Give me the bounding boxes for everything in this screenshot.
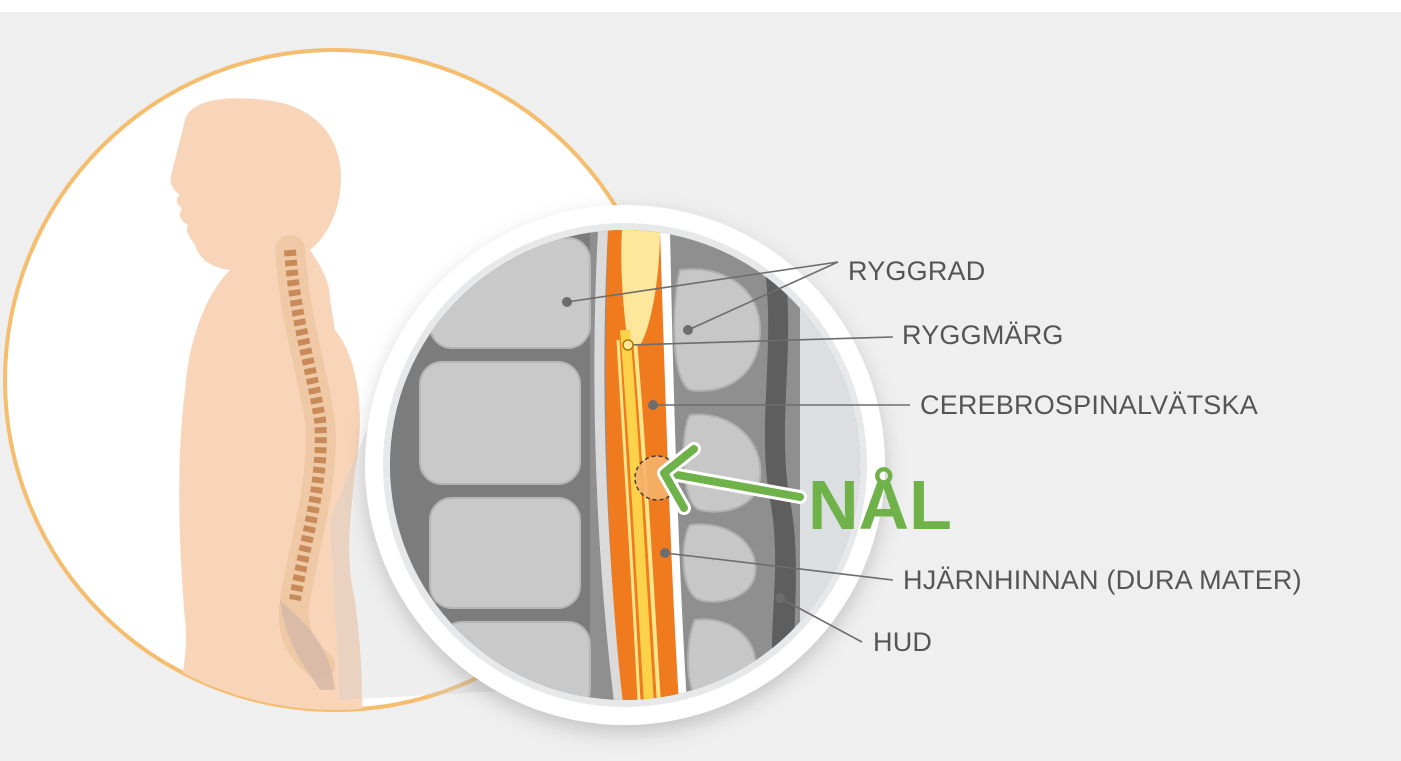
label-ryggrad: RYGGRAD [848, 258, 985, 285]
label-hud: HUD [873, 629, 932, 656]
label-ryggmarg: RYGGMÄRG [902, 322, 1064, 349]
label-hjarnhinnan: HJÄRNHINNAN (DURA MATER) [903, 567, 1302, 594]
zoom-circle [365, 205, 885, 725]
label-cerebrospinalvatska: CEREBROSPINALVÄTSKA [920, 392, 1258, 419]
label-nal: NÅL [808, 470, 952, 540]
